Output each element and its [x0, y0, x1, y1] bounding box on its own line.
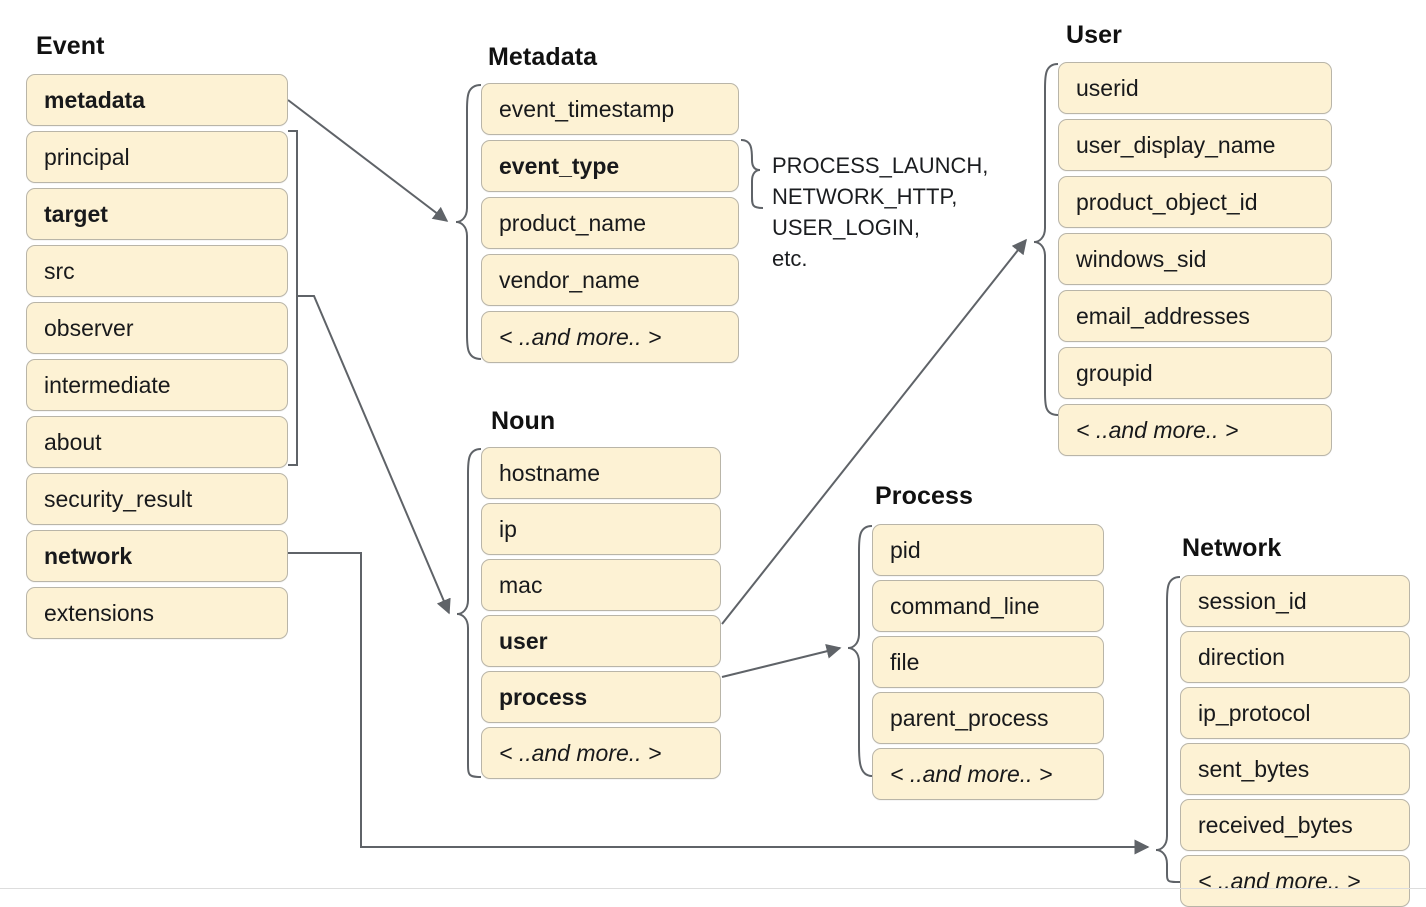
field-user-product_object_id[interactable]: product_object_id	[1058, 176, 1332, 228]
field-event-network[interactable]: network	[26, 530, 288, 582]
group-title-network: Network	[1182, 534, 1282, 562]
field-event-principal[interactable]: principal	[26, 131, 288, 183]
field-event-extensions[interactable]: extensions	[26, 587, 288, 639]
group-title-event: Event	[36, 32, 105, 60]
brace-network	[1155, 576, 1181, 883]
field-event-target[interactable]: target	[26, 188, 288, 240]
brace-process	[847, 525, 873, 777]
annotation-line: NETWORK_HTTP,	[772, 184, 958, 209]
field-noun-hostname[interactable]: hostname	[481, 447, 721, 499]
group-title-user: User	[1066, 21, 1122, 49]
field-event-security_result[interactable]: security_result	[26, 473, 288, 525]
field-process-pid[interactable]: pid	[872, 524, 1104, 576]
field-network-received_bytes[interactable]: received_bytes	[1180, 799, 1410, 851]
field-user-user_display_name[interactable]: user_display_name	[1058, 119, 1332, 171]
edge-metadata-to-metadata-group	[287, 99, 449, 222]
field-metadata-product_name[interactable]: product_name	[481, 197, 739, 249]
annotation-line: etc.	[772, 246, 808, 271]
brace-metadata	[455, 84, 482, 360]
field-noun-process[interactable]: process	[481, 671, 721, 723]
field-metadata-and-more[interactable]: < ..and more.. >	[481, 311, 739, 363]
field-event-metadata[interactable]: metadata	[26, 74, 288, 126]
field-user-and-more[interactable]: < ..and more.. >	[1058, 404, 1332, 456]
field-network-sent_bytes[interactable]: sent_bytes	[1180, 743, 1410, 795]
field-event-about[interactable]: about	[26, 416, 288, 468]
annotation-event-type-values: PROCESS_LAUNCH, NETWORK_HTTP, USER_LOGIN,e…	[772, 150, 988, 274]
field-event-observer[interactable]: observer	[26, 302, 288, 354]
field-noun-and-more[interactable]: < ..and more.. >	[481, 727, 721, 779]
field-process-and-more[interactable]: < ..and more.. >	[872, 748, 1104, 800]
field-metadata-event_timestamp[interactable]: event_timestamp	[481, 83, 739, 135]
group-title-metadata: Metadata	[488, 43, 598, 71]
edge-nouns-to-noun-group	[297, 295, 451, 615]
field-process-command_line[interactable]: command_line	[872, 580, 1104, 632]
field-network-ip_protocol[interactable]: ip_protocol	[1180, 687, 1410, 739]
field-event-intermediate[interactable]: intermediate	[26, 359, 288, 411]
footer-divider	[0, 888, 1426, 889]
field-metadata-vendor_name[interactable]: vendor_name	[481, 254, 739, 306]
field-user-userid[interactable]: userid	[1058, 62, 1332, 114]
field-network-and-more[interactable]: < ..and more.. >	[1180, 855, 1410, 907]
annotation-line: USER_LOGIN,	[772, 215, 920, 240]
field-user-windows_sid[interactable]: windows_sid	[1058, 233, 1332, 285]
edge-noun-process-to-process-group	[721, 643, 842, 678]
field-process-file[interactable]: file	[872, 636, 1104, 688]
brace-event-type-values	[740, 139, 764, 209]
annotation-line: PROCESS_LAUNCH,	[772, 153, 989, 178]
field-user-groupid[interactable]: groupid	[1058, 347, 1332, 399]
field-network-direction[interactable]: direction	[1180, 631, 1410, 683]
brace-user	[1033, 63, 1059, 416]
field-user-email_addresses[interactable]: email_addresses	[1058, 290, 1332, 342]
group-title-process: Process	[875, 482, 973, 510]
bracket-event-nouns	[288, 130, 298, 466]
field-network-session_id[interactable]: session_id	[1180, 575, 1410, 627]
field-noun-ip[interactable]: ip	[481, 503, 721, 555]
field-process-parent_process[interactable]: parent_process	[872, 692, 1104, 744]
field-noun-user[interactable]: user	[481, 615, 721, 667]
field-event-src[interactable]: src	[26, 245, 288, 297]
brace-noun	[456, 448, 482, 778]
group-title-noun: Noun	[491, 407, 556, 435]
field-noun-mac[interactable]: mac	[481, 559, 721, 611]
field-metadata-event_type[interactable]: event_type	[481, 140, 739, 192]
